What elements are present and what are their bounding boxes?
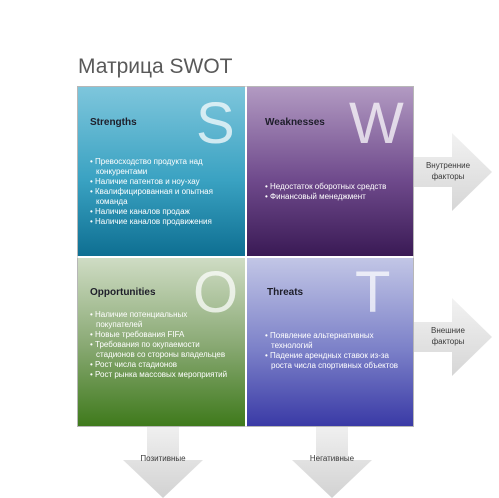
threats-heading: Threats xyxy=(267,287,304,298)
list-item: • Финансовый менеджмент xyxy=(265,192,366,201)
strengths-letter: S xyxy=(196,91,235,156)
list-item: • Недостаток оборотных средств xyxy=(265,182,387,191)
right-arrow-icon xyxy=(414,298,492,376)
list-item: • Новые требования FIFA xyxy=(90,330,185,339)
positive-arrow xyxy=(123,426,203,498)
threats-letter: T xyxy=(355,260,391,325)
list-item: • Наличие каналов продаж xyxy=(90,207,190,216)
list-item: стадионов со стороны владельцев xyxy=(96,350,226,359)
down-arrow-icon xyxy=(123,426,203,498)
list-item: • Квалифицированная и опытная xyxy=(90,187,213,196)
list-item: • Рост рынка массовых мероприятий xyxy=(90,370,228,379)
opportunities-letter: O xyxy=(193,260,239,325)
opportunities-list: • Наличие потенциальных покупателей • Но… xyxy=(90,310,227,380)
list-item: • Превосходство продукта над xyxy=(90,157,203,166)
list-item: • Наличие каналов продвижения xyxy=(90,217,212,226)
weaknesses-heading: Weaknesses xyxy=(265,117,325,128)
diagram-title: Матрица SWOT xyxy=(78,55,233,78)
list-item: роста числа спортивных объектов xyxy=(271,361,399,370)
internal-factors-arrow xyxy=(414,133,492,211)
positive-label: Позитивные xyxy=(140,454,186,463)
opportunities-heading: Opportunities xyxy=(90,287,156,298)
list-item: • Требования по окупаемости xyxy=(90,340,200,349)
right-arrow-icon xyxy=(414,133,492,211)
list-item: • Рост числа стадионов xyxy=(90,360,178,369)
list-item: технологий xyxy=(271,341,313,350)
list-item: • Наличие патентов и ноу-хау xyxy=(90,177,200,186)
down-arrow-icon xyxy=(292,426,372,498)
list-item: конкурентами xyxy=(96,167,148,176)
negative-label: Негативные xyxy=(309,454,355,463)
internal-factors-label: Внутренние факторы xyxy=(425,161,471,181)
list-item: команда xyxy=(96,197,128,206)
weaknesses-list: • Недостаток оборотных средств • Финансо… xyxy=(265,182,386,202)
strengths-heading: Strengths xyxy=(90,117,137,128)
external-factors-arrow xyxy=(414,298,492,376)
weaknesses-quadrant: W Weaknesses • Недостаток оборотных сред… xyxy=(246,86,414,257)
list-item: • Наличие потенциальных xyxy=(90,310,188,319)
strengths-list: • Превосходство продукта над конкурентам… xyxy=(90,157,213,227)
strengths-quadrant: S Strengths • Превосходство продукта над… xyxy=(77,86,246,257)
threats-list: • Появление альтернативных технологий • … xyxy=(265,331,398,371)
list-item: покупателей xyxy=(96,320,143,329)
threats-quadrant: T Threats • Появление альтернативных тех… xyxy=(246,257,414,427)
weaknesses-letter: W xyxy=(349,91,404,156)
opportunities-quadrant: O Opportunities • Наличие потенциальных … xyxy=(77,257,246,427)
negative-arrow xyxy=(292,426,372,498)
list-item: • Падение арендных ставок из-за xyxy=(265,351,389,360)
external-factors-label: Внешние факторы xyxy=(431,326,465,346)
list-item: • Появление альтернативных xyxy=(265,331,374,340)
